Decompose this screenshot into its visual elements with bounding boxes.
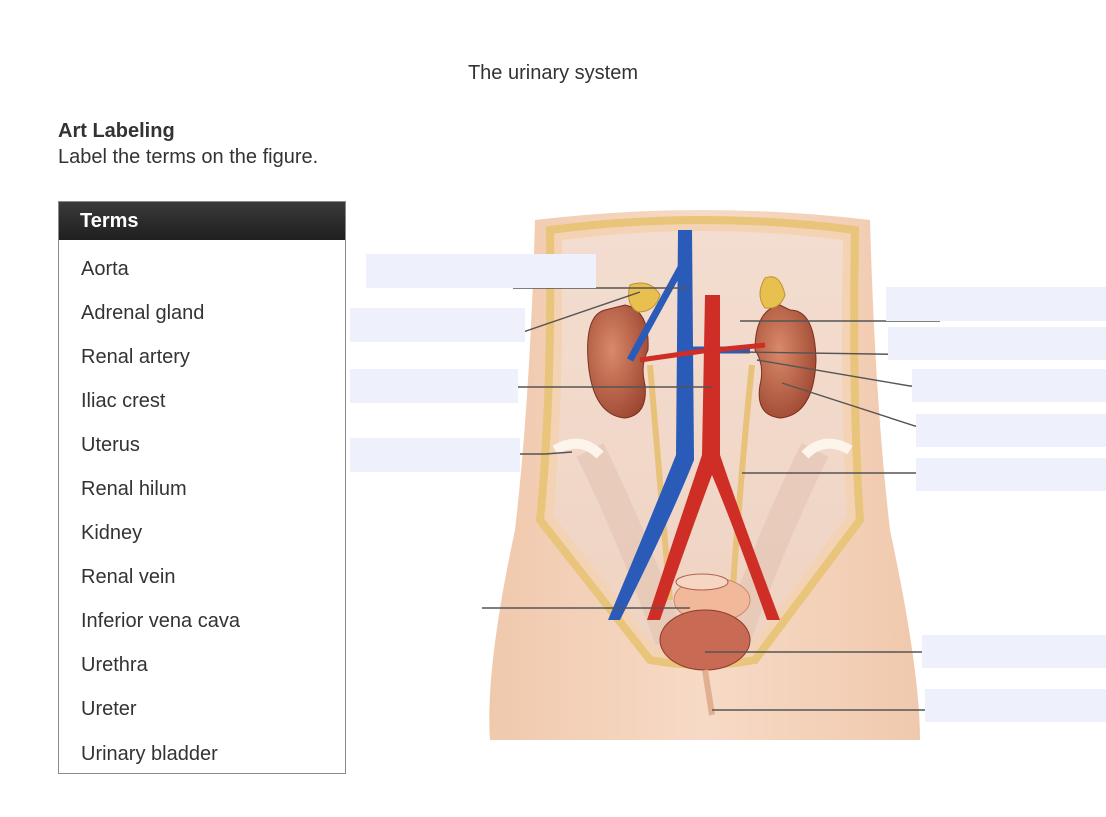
term-renal-artery[interactable]: Renal artery [81, 346, 190, 368]
uterus [659, 609, 751, 671]
drop-target-left-4[interactable] [350, 438, 520, 472]
iliac-crest-shape [552, 438, 853, 459]
drop-target-right-4[interactable] [916, 414, 1106, 447]
term-inferior-vena-cava[interactable]: Inferior vena cava [81, 610, 240, 632]
term-aorta[interactable]: Aorta [81, 258, 129, 280]
drop-target-right-7[interactable] [925, 689, 1106, 722]
drop-target-left-3[interactable] [350, 369, 518, 403]
term-urinary-bladder[interactable]: Urinary bladder [81, 743, 218, 765]
page-title: The urinary system [467, 62, 639, 84]
drop-target-right-3[interactable] [912, 369, 1106, 402]
drop-target-right-5[interactable] [916, 458, 1106, 491]
drop-target-right-2[interactable] [888, 327, 1106, 360]
urethra [702, 669, 715, 716]
aorta [639, 295, 780, 620]
drop-target-left-1[interactable] [366, 254, 596, 288]
term-renal-vein[interactable]: Renal vein [81, 566, 176, 588]
drop-target-left-2[interactable] [350, 308, 525, 342]
term-uterus[interactable]: Uterus [81, 434, 140, 456]
drop-target-right-6[interactable] [922, 635, 1106, 668]
left-kidney [587, 282, 661, 419]
terms-header: Terms [59, 202, 345, 240]
term-urethra[interactable]: Urethra [81, 654, 148, 676]
term-renal-hilum[interactable]: Renal hilum [81, 478, 187, 500]
term-kidney[interactable]: Kidney [81, 522, 143, 544]
term-iliac-crest[interactable]: Iliac crest [81, 390, 166, 412]
term-adrenal-gland[interactable]: Adrenal gland [81, 302, 205, 324]
instructions-heading: Art Labeling [58, 120, 175, 142]
term-ureter[interactable]: Ureter [81, 698, 137, 720]
instructions-text: Label the terms on the figure. [58, 146, 319, 168]
terms-panel: Terms Aorta Adrenal gland Renal artery I… [58, 201, 346, 774]
drop-target-right-1[interactable] [886, 287, 1106, 321]
